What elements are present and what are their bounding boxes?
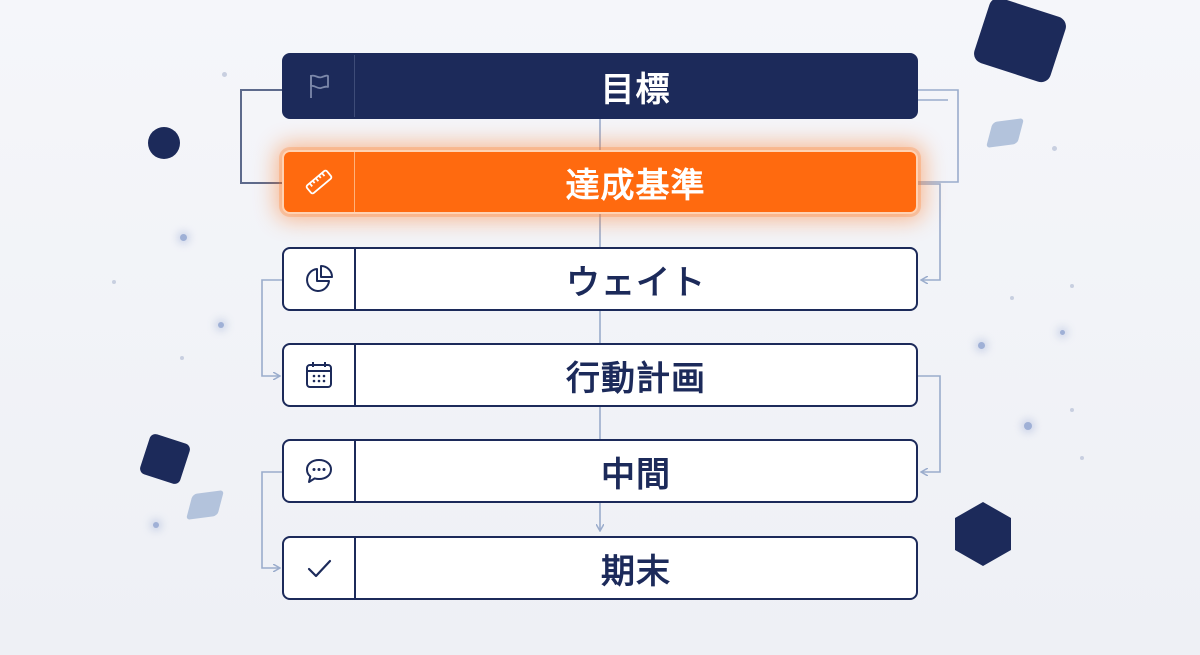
step-weight-icon-cell xyxy=(284,249,356,309)
connector-right-1 xyxy=(918,89,959,183)
connector-right-3 xyxy=(918,375,941,472)
step-final[interactable]: 期末 xyxy=(282,536,918,600)
calendar-icon xyxy=(306,362,332,388)
step-weight-label: ウェイト xyxy=(566,262,706,303)
step-weight[interactable]: ウェイト xyxy=(282,247,918,311)
decor-dot xyxy=(180,234,187,241)
connector-right-2 xyxy=(918,183,941,280)
decor-dot xyxy=(978,342,985,349)
step-action-plan[interactable]: 行動計画 xyxy=(282,343,918,407)
step-goal-label: 目標 xyxy=(600,69,671,110)
chat-bubble-icon xyxy=(306,459,332,483)
step-final-icon-cell xyxy=(284,538,356,598)
decor-dot xyxy=(1080,456,1084,460)
step-midterm-icon-cell xyxy=(284,441,356,501)
decor-dot xyxy=(1070,284,1074,288)
decor-hexagon xyxy=(955,502,1011,566)
step-final-label: 期末 xyxy=(601,551,671,592)
step-achievement-criteria[interactable]: 達成基準 xyxy=(282,150,918,214)
decor-dot xyxy=(1060,330,1065,335)
decor-dot xyxy=(153,522,159,528)
step-goal[interactable]: 目標 xyxy=(282,53,918,119)
connector-left-3 xyxy=(261,471,282,568)
decor-dot xyxy=(1010,296,1014,300)
ruler-icon xyxy=(305,169,333,195)
flag-icon xyxy=(310,74,329,98)
connector-left-2 xyxy=(261,279,282,376)
connector-left-1 xyxy=(240,89,282,184)
pie-chart-icon xyxy=(306,265,333,292)
step-criteria-label: 達成基準 xyxy=(565,165,706,206)
checkmark-icon xyxy=(307,559,332,578)
decor-dot xyxy=(1052,146,1057,151)
decor-circle-left xyxy=(148,127,180,159)
decor-dot xyxy=(218,322,224,328)
step-plan-label: 行動計画 xyxy=(566,358,706,399)
step-criteria-icon-cell xyxy=(284,152,355,212)
step-midterm[interactable]: 中間 xyxy=(282,439,918,503)
step-plan-icon-cell xyxy=(284,345,356,405)
step-midterm-label: 中間 xyxy=(601,454,671,495)
decor-dot xyxy=(1024,422,1032,430)
decor-dot xyxy=(1070,408,1074,412)
decor-dot xyxy=(222,72,227,77)
step-goal-icon-cell xyxy=(284,55,355,117)
decor-dot xyxy=(112,280,116,284)
decor-dot xyxy=(180,356,184,360)
